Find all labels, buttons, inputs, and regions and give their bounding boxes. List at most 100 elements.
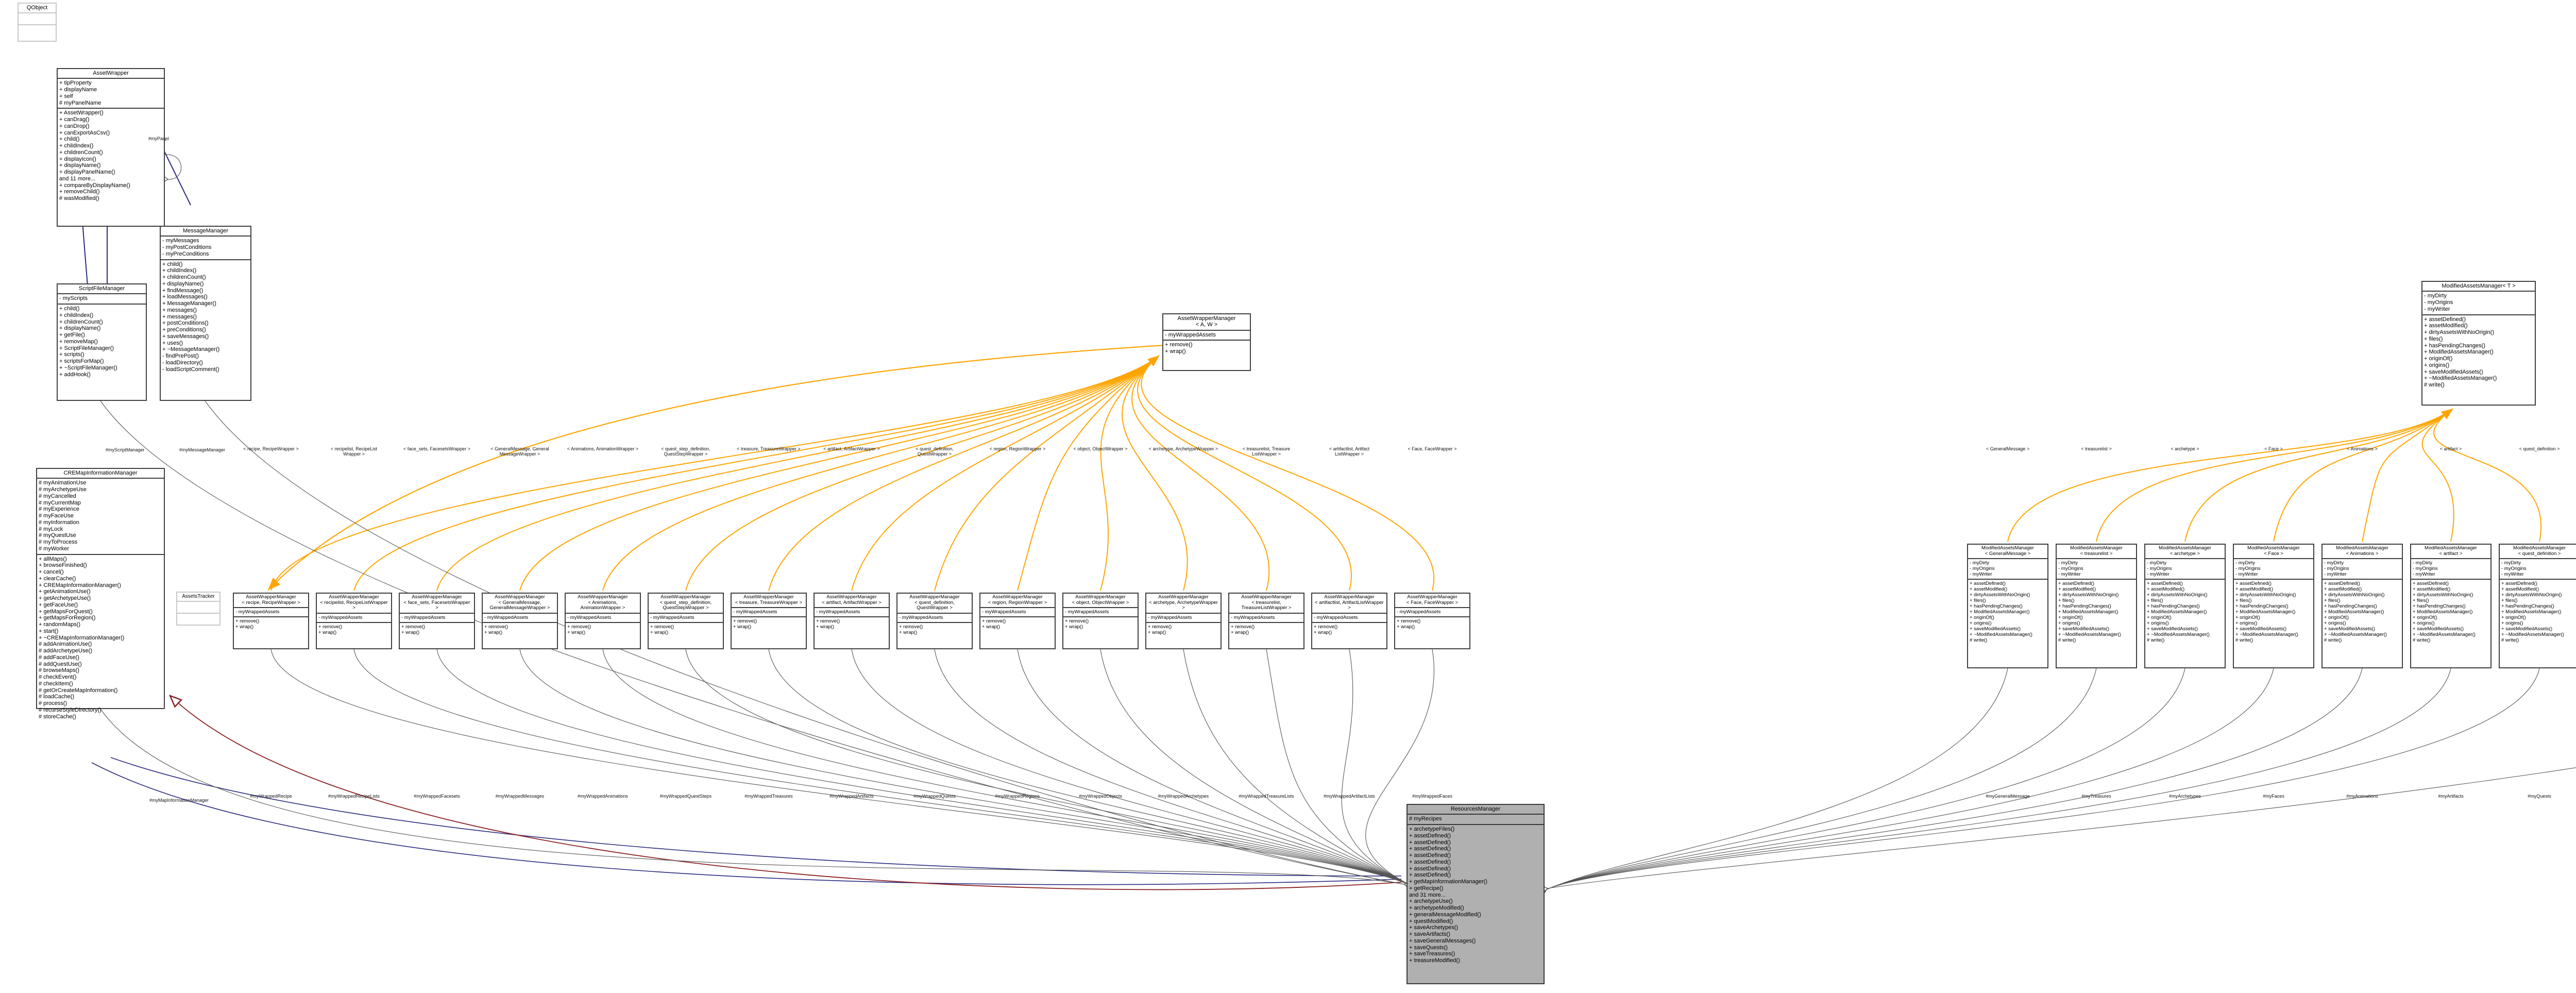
class-member: + archetypeUse() — [1409, 898, 1453, 905]
class-cremapinformationmanager[interactable]: CREMapInformationManager # myAnimationUs… — [36, 468, 165, 720]
template-argument-label: < Animations > — [2347, 446, 2378, 451]
class-modifiedassetsmanager-instance[interactable]: ModifiedAssetsManager < treasurelist >- … — [2056, 544, 2137, 668]
class-assetwrappermanager-instance[interactable]: AssetWrapperManager < Animations, Animat… — [565, 593, 641, 649]
class-member: + ~ModifiedAssetsManager() — [2501, 632, 2564, 638]
class-member: + ~ModifiedAssetsManager() — [2424, 375, 2497, 382]
class-ops: + assetDefined()+ assetModified()+ dirty… — [2145, 580, 2225, 645]
member-role-label: #myWrappedTreasureLists — [1239, 794, 1294, 799]
class-qobject-ops — [19, 25, 56, 38]
class-assetwrappermanager-instance[interactable]: AssetWrapperManager < treasure, Treasure… — [731, 593, 807, 649]
class-assetwrappermanager-instance[interactable]: AssetWrapperManager < Face, FaceWrapper … — [1394, 593, 1470, 649]
class-assetwrappermanager-instance[interactable]: AssetWrapperManager < GeneralMessage, Ge… — [482, 593, 558, 649]
class-member: - myWrappedAssets — [816, 609, 860, 615]
class-member: + ModifiedAssetsManager() — [2501, 609, 2562, 615]
class-member: + getFile() — [59, 332, 85, 339]
member-role-label: #myWrappedRegions — [995, 794, 1040, 799]
class-ops: + assetDefined()+ assetModified()+ dirty… — [2057, 580, 2136, 645]
class-attrs: - myDirty- myOrigins- myWriter — [2323, 559, 2402, 580]
class-ops: + remove()+ wrap() — [1395, 617, 1469, 631]
template-argument-label: < quest_definition > — [2519, 446, 2560, 451]
class-member: - myOrigins — [2413, 566, 2438, 572]
class-member: + canDrag() — [59, 116, 90, 123]
class-member: - myWrappedAssets — [1397, 609, 1441, 615]
class-member: + origins() — [2235, 620, 2258, 627]
class-assetwrappermanager-generic[interactable]: AssetWrapperManager < A, W > - myWrapped… — [1162, 313, 1251, 371]
class-qobject[interactable]: QObject — [18, 3, 57, 42]
class-modifiedassetsmanager-generic[interactable]: ModifiedAssetsManager< T > - myDirty- my… — [2421, 281, 2536, 406]
class-assetwrappermanager-instance[interactable]: AssetWrapperManager < artifactlist, Arti… — [1311, 593, 1387, 649]
class-member: # myCurrentMap — [39, 499, 81, 506]
class-member: # myWorker — [39, 545, 70, 552]
class-member: - myWriter — [2424, 306, 2450, 312]
class-assetwrappermanager-instance[interactable]: AssetWrapperManager < quest_definition, … — [896, 593, 973, 649]
class-member: + wrap() — [401, 629, 420, 635]
member-role-label: #myWrappedRecipeLists — [328, 794, 380, 799]
class-member: - myWriter — [2501, 571, 2524, 578]
class-member: # myQuestUse — [39, 532, 76, 539]
class-member: + saveGeneralMessages() — [1409, 937, 1476, 944]
class-modifiedassetsmanager-instance[interactable]: ModifiedAssetsManager < artifact >- myDi… — [2410, 544, 2492, 668]
class-member: + AssetWrapper() — [59, 110, 104, 116]
class-title: AssetWrapperManager < region, RegionWrap… — [980, 594, 1055, 609]
class-assetwrappermanager-instance[interactable]: AssetWrapperManager < quest_step_definit… — [648, 593, 724, 649]
class-assetwrappermanager-instance[interactable]: AssetWrapperManager < object, ObjectWrap… — [1062, 593, 1139, 649]
class-assetwrappermanager-instance[interactable]: AssetWrapperManager < region, RegionWrap… — [979, 593, 1056, 649]
class-member: # addAnimationUse() — [39, 641, 92, 648]
class-messagemanager[interactable]: MessageManager - myMessages- myPostCondi… — [160, 226, 251, 401]
class-attrs: - myWrappedAssets — [234, 608, 308, 618]
class-member: + childIndex() — [59, 143, 94, 149]
class-assetwrappermanager-instance[interactable]: AssetWrapperManager < archetype, Archety… — [1145, 593, 1222, 649]
class-member: - myOrigins — [2235, 566, 2261, 572]
class-member: + dirtyAssetsWithNoOrigin() — [2147, 592, 2208, 598]
class-resourcesmanager[interactable]: ResourcesManager # myRecipes + archetype… — [1406, 804, 1545, 984]
class-modifiedassetsmanager-instance[interactable]: ModifiedAssetsManager < GeneralMessage >… — [1967, 544, 2048, 668]
class-member: + compareByDisplayName() — [59, 182, 130, 189]
class-member: + files() — [2413, 598, 2429, 604]
class-member: # loadCache() — [39, 694, 75, 700]
class-ops: + remove()+ wrap() — [1312, 623, 1386, 637]
class-modifiedassetsmanager-instance[interactable]: ModifiedAssetsManager < Animations >- my… — [2321, 544, 2403, 668]
class-assetstracker-title: AssetsTracker — [177, 593, 219, 602]
class-ops: + remove()+ wrap() — [400, 623, 474, 637]
class-member: + assetModified() — [2424, 323, 2468, 329]
class-assetwrappermanager-instance[interactable]: AssetWrapperManager < face_sets, Faceset… — [399, 593, 475, 649]
class-assetwrapper[interactable]: AssetWrapper + tipProperty+ displayName+… — [57, 68, 165, 227]
class-assetstracker-ops — [177, 614, 219, 625]
class-member: + getRecipe() — [1409, 885, 1444, 891]
class-modifiedassetsmanager-generic-attrs: - myDirty- myOrigins- myWriter — [2422, 292, 2535, 315]
class-member: + origins() — [1970, 620, 1992, 627]
template-argument-label: < GeneralMessage > — [1986, 446, 2030, 451]
class-member: - myWrappedAssets — [1065, 609, 1109, 615]
class-member: # myToProcess — [39, 539, 78, 546]
class-member: + saveTreasures() — [1409, 951, 1455, 957]
class-member: + preConditions() — [162, 327, 206, 333]
class-member: + childrenCount() — [59, 149, 103, 156]
class-member: + remove() — [1165, 342, 1193, 348]
class-member: + origins() — [2324, 620, 2346, 627]
member-role-label: #myGeneralMessage — [1986, 794, 2030, 799]
class-member: + assetDefined() — [2413, 581, 2449, 587]
class-modifiedassetsmanager-generic-ops: + assetDefined()+ assetModified()+ dirty… — [2422, 315, 2535, 390]
class-ops: + assetDefined()+ assetModified()+ dirty… — [2234, 580, 2313, 645]
class-title: AssetWrapperManager < treasurelist, Trea… — [1229, 594, 1303, 614]
member-role-label: #myWrappedTreasures — [744, 794, 793, 799]
class-assetwrappermanager-instance[interactable]: AssetWrapperManager < artifact, Artifact… — [814, 593, 890, 649]
class-scriptfilemanager[interactable]: ScriptFileManager - myScripts + child()+… — [57, 283, 147, 401]
class-member: + dirtyAssetsWithNoOrigin() — [1970, 592, 2030, 598]
class-member: + saveModifiedAssets() — [1970, 626, 2021, 632]
template-argument-label: < artifact > — [2439, 446, 2462, 451]
class-modifiedassetsmanager-instance[interactable]: ModifiedAssetsManager < archetype >- myD… — [2144, 544, 2226, 668]
class-assetwrappermanager-instance[interactable]: AssetWrapperManager < recipe, RecipeWrap… — [233, 593, 309, 649]
class-ops: + remove()+ wrap() — [732, 617, 806, 631]
class-member: + saveModifiedAssets() — [2501, 626, 2552, 632]
class-member: + assetDefined() — [1409, 872, 1451, 879]
class-modifiedassetsmanager-instance[interactable]: ModifiedAssetsManager < quest_definition… — [2499, 544, 2576, 668]
class-member: + assetDefined() — [1409, 839, 1451, 846]
class-assetwrappermanager-instance[interactable]: AssetWrapperManager < recipelist, Recipe… — [316, 593, 392, 649]
template-argument-label: < treasurelist, Treasure ListWrapper > — [1242, 446, 1291, 457]
class-member: + assetDefined() — [2424, 316, 2466, 323]
class-assetstracker[interactable]: AssetsTracker — [176, 592, 221, 626]
class-member: # myAnimationUse — [39, 480, 87, 486]
class-assetwrappermanager-instance[interactable]: AssetWrapperManager < treasurelist, Trea… — [1228, 593, 1304, 649]
class-modifiedassetsmanager-instance[interactable]: ModifiedAssetsManager < Face >- myDirty-… — [2233, 544, 2314, 668]
